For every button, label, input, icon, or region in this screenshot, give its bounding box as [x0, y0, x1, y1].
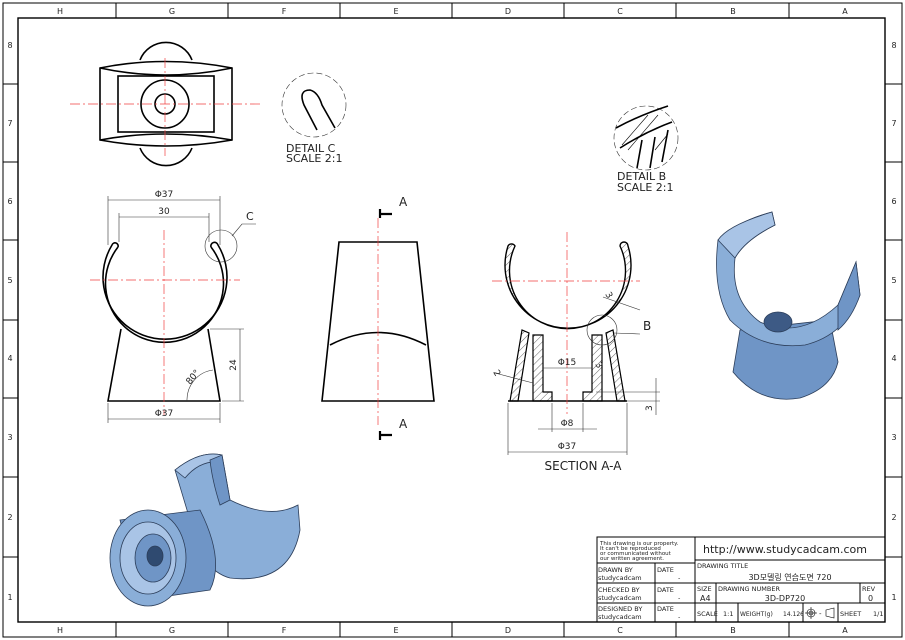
- date-label: DATE: [657, 605, 674, 613]
- weight-value: 14.126: [783, 611, 804, 618]
- designed-by: studycadcam: [598, 613, 642, 621]
- date-label: DATE: [657, 566, 674, 574]
- zone-col-top: H: [57, 7, 63, 16]
- title-block-text: This drawing is our property. It can't b…: [598, 541, 883, 621]
- zone-row-left: 7: [7, 119, 12, 128]
- drawn-by-label: DRAWN BY: [598, 566, 633, 574]
- checked-by-label: CHECKED BY: [598, 586, 640, 594]
- disclaimer-line: our written agreement.: [600, 556, 664, 562]
- detail-c: DETAIL C SCALE 2:1: [281, 72, 347, 165]
- zone-col-top: G: [169, 7, 175, 16]
- rev-value: 0: [868, 594, 873, 603]
- zone-col-bottom: F: [282, 626, 287, 635]
- detail-c-callout: C: [246, 210, 254, 223]
- dim-base: 3: [645, 405, 655, 411]
- zone-col-bottom: D: [505, 626, 511, 635]
- section-title: SECTION A-A: [545, 459, 623, 473]
- zone-col-bottom: H: [57, 626, 63, 635]
- zone-row-left: 4: [7, 354, 12, 363]
- projection-symbol-icon: [805, 607, 835, 619]
- zone-labels: H G F E D C B A H G F E D C B A 8 7 6 5 …: [7, 7, 896, 635]
- drawing-title: 3D모델링 연습도면 720: [748, 572, 831, 582]
- zone-ticks: [3, 3, 902, 637]
- disclaimer-line: or communicated without: [600, 551, 672, 557]
- zone-row-left: 3: [7, 433, 12, 442]
- scale-value: 1:1: [723, 610, 733, 618]
- zone-row-left: 6: [7, 197, 12, 206]
- detail-c-title: DETAIL C: [286, 142, 336, 155]
- side-view: A A: [321, 195, 435, 440]
- zone-row-left: 2: [7, 513, 12, 522]
- projection-separator: -: [819, 610, 822, 618]
- top-view: [70, 41, 262, 167]
- zone-row-left: 1: [7, 593, 12, 602]
- date-label: DATE: [657, 586, 674, 594]
- sheet-label: SHEET: [840, 610, 861, 618]
- zone-col-bottom: A: [842, 626, 848, 635]
- front-view: C Φ37 30 24 80° Φ37: [90, 190, 256, 423]
- section-label-bottom: A: [399, 417, 408, 431]
- zone-row-right: 3: [891, 433, 896, 442]
- isometric-view-left: [109, 453, 301, 607]
- zone-col-bottom: B: [730, 626, 736, 635]
- zone-row-right: 5: [891, 276, 896, 285]
- section-label-top: A: [399, 195, 408, 209]
- sheet-value: 1/1: [873, 610, 883, 618]
- date-value: -: [678, 594, 681, 602]
- detail-b-title: DETAIL B: [617, 170, 666, 183]
- dim-hole: Φ8: [561, 419, 574, 429]
- zone-col-bottom: G: [169, 626, 175, 635]
- date-value: -: [678, 574, 681, 582]
- dim-inner-top: 30: [158, 207, 170, 217]
- dim-bottom: Φ37: [155, 409, 174, 419]
- designed-by-label: DESIGNED BY: [598, 605, 642, 613]
- zone-col-top: F: [282, 7, 287, 16]
- zone-row-right: 2: [891, 513, 896, 522]
- zone-row-right: 8: [891, 41, 896, 50]
- dim-bore: Φ15: [558, 358, 577, 368]
- zone-row-right: 4: [891, 354, 896, 363]
- zone-row-left: 5: [7, 276, 12, 285]
- title-block: [596, 536, 886, 623]
- zone-col-top: D: [505, 7, 511, 16]
- dim-angle: 80°: [185, 368, 203, 387]
- zone-col-top: C: [617, 7, 623, 16]
- dim-section-bottom: Φ37: [558, 442, 577, 452]
- drawing-number: 3D-DP720: [765, 594, 805, 603]
- detail-b-callout: B: [643, 319, 651, 333]
- zone-row-right: 6: [891, 197, 896, 206]
- detail-c-scale: SCALE 2:1: [286, 152, 342, 165]
- dim-wall: 3: [602, 291, 614, 301]
- detail-b: DETAIL B SCALE 2:1: [613, 105, 679, 194]
- drawing-number-label: DRAWING NUMBER: [718, 585, 780, 593]
- scale-label: SCALE: [697, 610, 718, 618]
- dim-outer-top: Φ37: [155, 190, 174, 200]
- dim-height: 24: [229, 359, 239, 371]
- weight-label: WEIGHT(g): [740, 611, 773, 618]
- isometric-view-right: [716, 211, 861, 400]
- checked-by: studycadcam: [598, 594, 642, 602]
- detail-b-scale: SCALE 2:1: [617, 181, 673, 194]
- size-value: A4: [700, 594, 711, 603]
- zone-col-top: E: [393, 7, 398, 16]
- dim-thickness-left: 2: [490, 369, 502, 379]
- dim-rib: 3: [592, 361, 604, 371]
- size-label: SIZE: [697, 585, 712, 593]
- zone-col-bottom: C: [617, 626, 623, 635]
- date-value: -: [678, 613, 681, 621]
- zone-col-top: A: [842, 7, 848, 16]
- zone-col-bottom: E: [393, 626, 398, 635]
- rev-label: REV: [862, 585, 876, 593]
- disclaimer-line: This drawing is our property.: [599, 541, 679, 547]
- section-view: B 3 2 Φ15 3 3 Φ8 Φ37 SECTION A-A: [490, 232, 660, 473]
- zone-row-left: 8: [7, 41, 12, 50]
- drawing-title-label: DRAWING TITLE: [697, 562, 748, 570]
- website-url: http://www.studycadcam.com: [703, 543, 867, 556]
- drawn-by: studycadcam: [598, 574, 642, 582]
- disclaimer-line: It can't be reproduced: [600, 546, 661, 552]
- zone-row-right: 1: [891, 593, 896, 602]
- zone-col-top: B: [730, 7, 736, 16]
- zone-row-right: 7: [891, 119, 896, 128]
